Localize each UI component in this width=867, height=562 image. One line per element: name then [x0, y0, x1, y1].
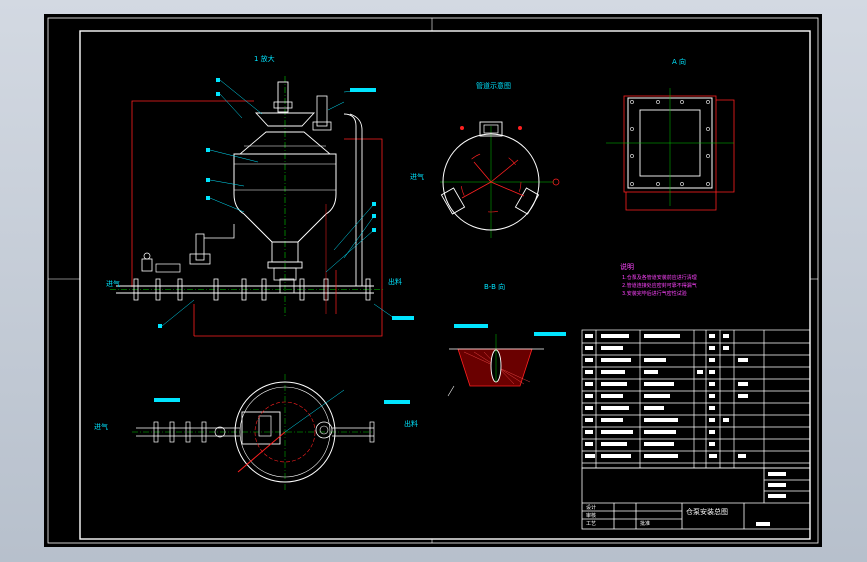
- drawing-title: 仓泵安装总图: [686, 507, 728, 516]
- a-view: [606, 88, 735, 211]
- plan-view: [132, 374, 375, 492]
- section-view: [447, 334, 544, 397]
- plan-inlet-label: 进气: [94, 422, 108, 431]
- a-view-title: A 向: [672, 57, 686, 66]
- side-leader-numbers: [158, 78, 376, 328]
- parts-table-text: [585, 334, 748, 458]
- parts-table: [581, 329, 811, 469]
- notes-title: 说明: [620, 262, 634, 271]
- outer-frame: [47, 17, 819, 544]
- note-line-2: 2.管道连接处应密封可靠不得漏气: [622, 282, 697, 289]
- pipe-layout-title: 管道示意图: [476, 81, 511, 90]
- svg-text:审核: 审核: [586, 512, 596, 519]
- side-inlet-label: 进气: [106, 279, 120, 288]
- note-line-1: 1.仓泵及各管道安装前应进行清理: [622, 274, 697, 281]
- notes-block: 说明 1.仓泵及各管道安装前应进行清理 2.管道连接处应密封可靠不得漏气 3.安…: [620, 262, 697, 297]
- pipe-layout-view: [440, 121, 560, 238]
- svg-text:设计: 设计: [586, 504, 596, 511]
- pipe-layout-left: 进气: [410, 172, 424, 181]
- inner-frame: [79, 30, 811, 540]
- side-outlet-label: 出料: [388, 277, 402, 286]
- drawing-canvas: 1 放大 进气 出料 进气 出料: [47, 17, 819, 544]
- svg-text:批准: 批准: [640, 520, 650, 527]
- title-block-text: 设计 审核 工艺 批准 仓泵安装总图: [586, 472, 786, 527]
- section-title: B-B 向: [484, 282, 505, 291]
- title-block: [581, 467, 811, 530]
- side-view-title: 1 放大: [254, 54, 275, 63]
- side-leaders: [161, 79, 395, 327]
- svg-text:工艺: 工艺: [586, 521, 596, 527]
- cad-viewport[interactable]: 1 放大 进气 出料 进气 出料: [44, 14, 822, 547]
- note-line-3: 3.安装完毕后进行气密性试验: [622, 290, 687, 297]
- side-annotation-boxes: [350, 88, 414, 320]
- side-view: [110, 76, 384, 337]
- plan-outlet-label: 出料: [404, 419, 418, 428]
